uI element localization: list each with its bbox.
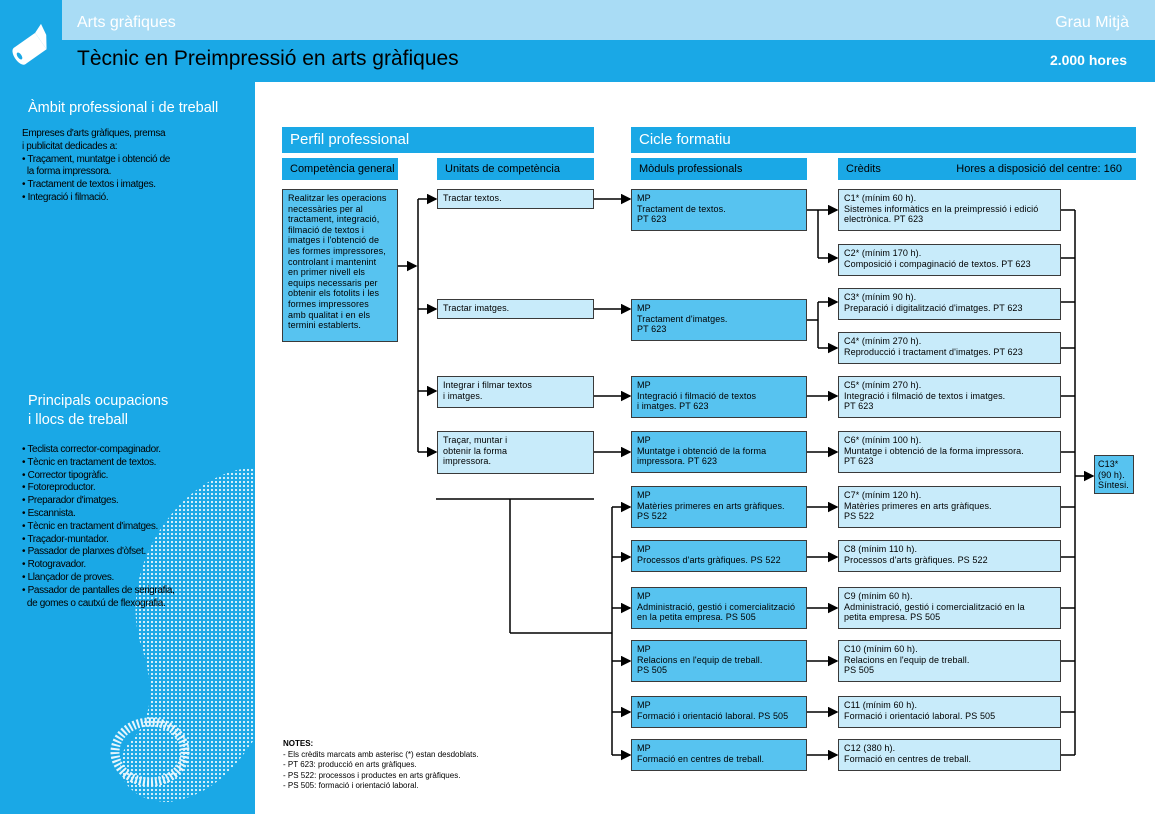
credit-box: C10 (mínim 60 h). Relacions en l'equip d… bbox=[838, 640, 1061, 682]
unit-box: Tractar textos. bbox=[437, 189, 594, 209]
notes-lines: - Els crèdits marcats amb asterisc (*) e… bbox=[283, 750, 479, 792]
credit-box: C4* (mínim 270 h). Reproducció i tractam… bbox=[838, 332, 1061, 364]
centre-hours: Hores a disposició del centre: 160 bbox=[956, 158, 1122, 180]
modules-header: Mòduls professionals bbox=[631, 158, 807, 180]
module-box: MP Formació en centres de treball. bbox=[631, 739, 807, 771]
unit-box: Tractar imatges. bbox=[437, 299, 594, 319]
notes-title: NOTES: bbox=[283, 739, 479, 750]
module-box: MP Tractament de textos. PT 623 bbox=[631, 189, 807, 231]
credit-box: C11 (mínim 60 h). Formació i orientació … bbox=[838, 696, 1061, 728]
credit-box: C8 (mínim 110 h). Processos d'arts gràfi… bbox=[838, 540, 1061, 572]
module-box: MP Muntatge i obtenció de la forma impre… bbox=[631, 431, 807, 473]
credit-box: C5* (mínim 270 h). Integració i filmació… bbox=[838, 376, 1061, 418]
module-box: MP Integració i filmació de textos i ima… bbox=[631, 376, 807, 418]
credit-box: C7* (mínim 120 h). Matèries primeres en … bbox=[838, 486, 1061, 528]
general-competence-box: Realitzar les operacions necessàries per… bbox=[282, 189, 398, 342]
module-box: MP Relacions en l'equip de treball. PS 5… bbox=[631, 640, 807, 682]
module-box: MP Administració, gestió i comercialitza… bbox=[631, 587, 807, 629]
unit-box: Integrar i filmar textos i imatges. bbox=[437, 376, 594, 408]
units-header: Unitats de competència bbox=[437, 158, 594, 180]
credit-box: C6* (mínim 100 h). Muntatge i obtenció d… bbox=[838, 431, 1061, 473]
credit-box: C3* (mínim 90 h). Preparació i digitalit… bbox=[838, 288, 1061, 320]
credit-box: C2* (mínim 170 h). Composició i compagin… bbox=[838, 244, 1061, 276]
credit-box: C12 (380 h). Formació en centres de treb… bbox=[838, 739, 1061, 771]
module-box: MP Tractament d'imatges. PT 623 bbox=[631, 299, 807, 341]
unit-box: Traçar, muntar i obtenir la forma impres… bbox=[437, 431, 594, 474]
module-box: MP Matèries primeres en arts gràfiques. … bbox=[631, 486, 807, 528]
credit-box: C9 (mínim 60 h). Administració, gestió i… bbox=[838, 587, 1061, 629]
module-box: MP Processos d'arts gràfiques. PS 522 bbox=[631, 540, 807, 572]
module-box: MP Formació i orientació laboral. PS 505 bbox=[631, 696, 807, 728]
synthesis-credit-box: C13* (90 h). Síntesi. bbox=[1094, 455, 1134, 494]
cycle-heading: Cicle formatiu bbox=[631, 127, 1136, 153]
notes: NOTES:- Els crèdits marcats amb asterisc… bbox=[283, 739, 479, 792]
credits-header-label: Crèdits bbox=[846, 163, 881, 175]
credits-header: Crèdits Hores a disposició del centre: 1… bbox=[838, 158, 1136, 180]
general-competence-header: Competència general bbox=[282, 158, 398, 180]
credit-box: C1* (mínim 60 h). Sistemes informàtics e… bbox=[838, 189, 1061, 231]
profile-heading: Perfil professional bbox=[282, 127, 594, 153]
